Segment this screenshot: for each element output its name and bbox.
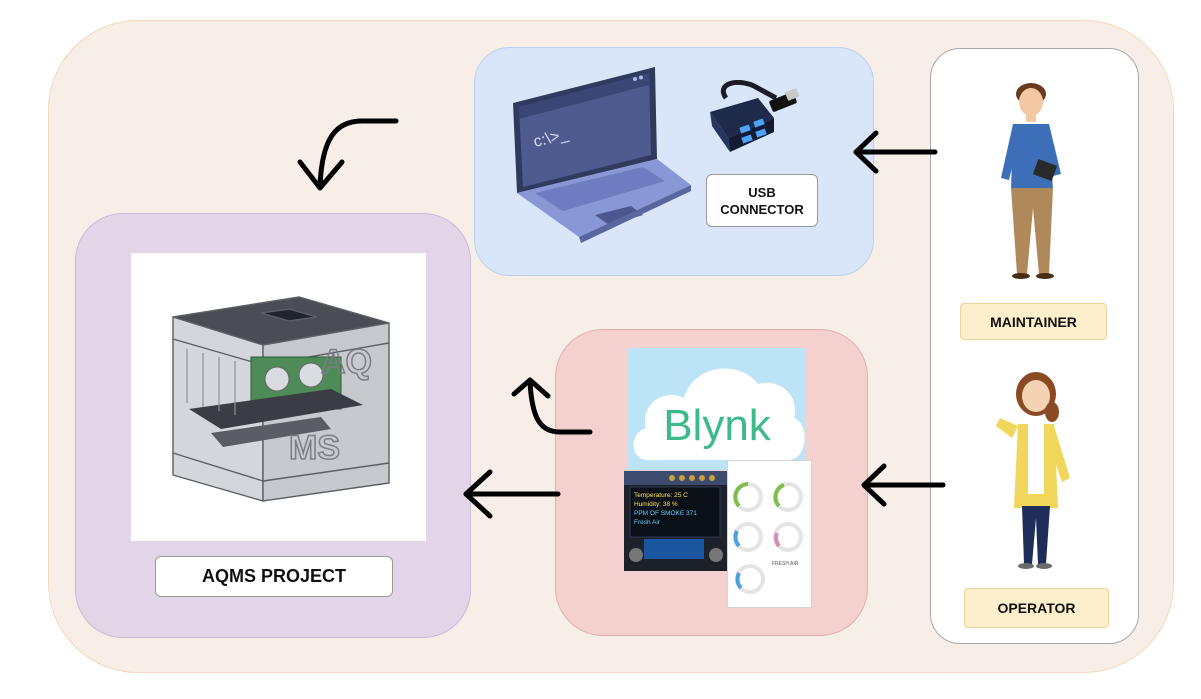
cloud-icon: Blynk — [633, 368, 805, 460]
aqms-enclosure-render: AQ MS — [131, 253, 426, 541]
blynk-app-screenshot: FRESH AIR — [727, 460, 812, 608]
oled-line-4: Fresh Air — [634, 519, 661, 526]
operator-person-icon — [996, 372, 1070, 569]
enclosure-drawing: AQ MS — [172, 296, 390, 502]
blynk-wordmark: Blynk — [663, 401, 772, 450]
enclosure-lettering-aq: AQ — [321, 343, 372, 381]
blynk-logo: Blynk — [628, 348, 806, 470]
usb-label-line-1: USB — [748, 184, 776, 200]
operator-label: OPERATOR — [964, 588, 1109, 628]
maintainer-label: MAINTAINER — [960, 303, 1107, 340]
usb-hub-icon — [710, 80, 800, 152]
oled-line-3: PPM OF SMOKE 371 — [634, 510, 697, 517]
arrow-left-icon — [463, 469, 561, 519]
oled-display-photo: Temperature: 25 C Humidity: 38 % PPM OF … — [624, 471, 727, 571]
oled-line-2: Humidity: 38 % — [634, 501, 678, 508]
arrow-left-icon — [861, 463, 946, 507]
arrow-left-icon — [853, 130, 938, 174]
gauge-grid: FRESH AIR — [733, 482, 803, 594]
usb-label-line-2: CONNECTOR — [720, 201, 804, 217]
laptop-icon: c:\>_ — [513, 67, 691, 243]
usb-connector-label: USB CONNECTOR — [706, 174, 818, 227]
maintainer-person-icon — [1001, 83, 1061, 279]
curved-arrow-down-icon — [297, 118, 399, 191]
enclosure-lettering-ms: MS — [289, 429, 340, 467]
app-fresh-air-text: FRESH AIR — [772, 561, 799, 567]
oled-line-1: Temperature: 25 C — [634, 492, 688, 499]
curved-arrow-left-icon — [511, 377, 593, 435]
aqms-project-label: AQMS PROJECT — [155, 556, 393, 597]
oled-drawing: Temperature: 25 C Humidity: 38 % PPM OF … — [624, 471, 727, 562]
